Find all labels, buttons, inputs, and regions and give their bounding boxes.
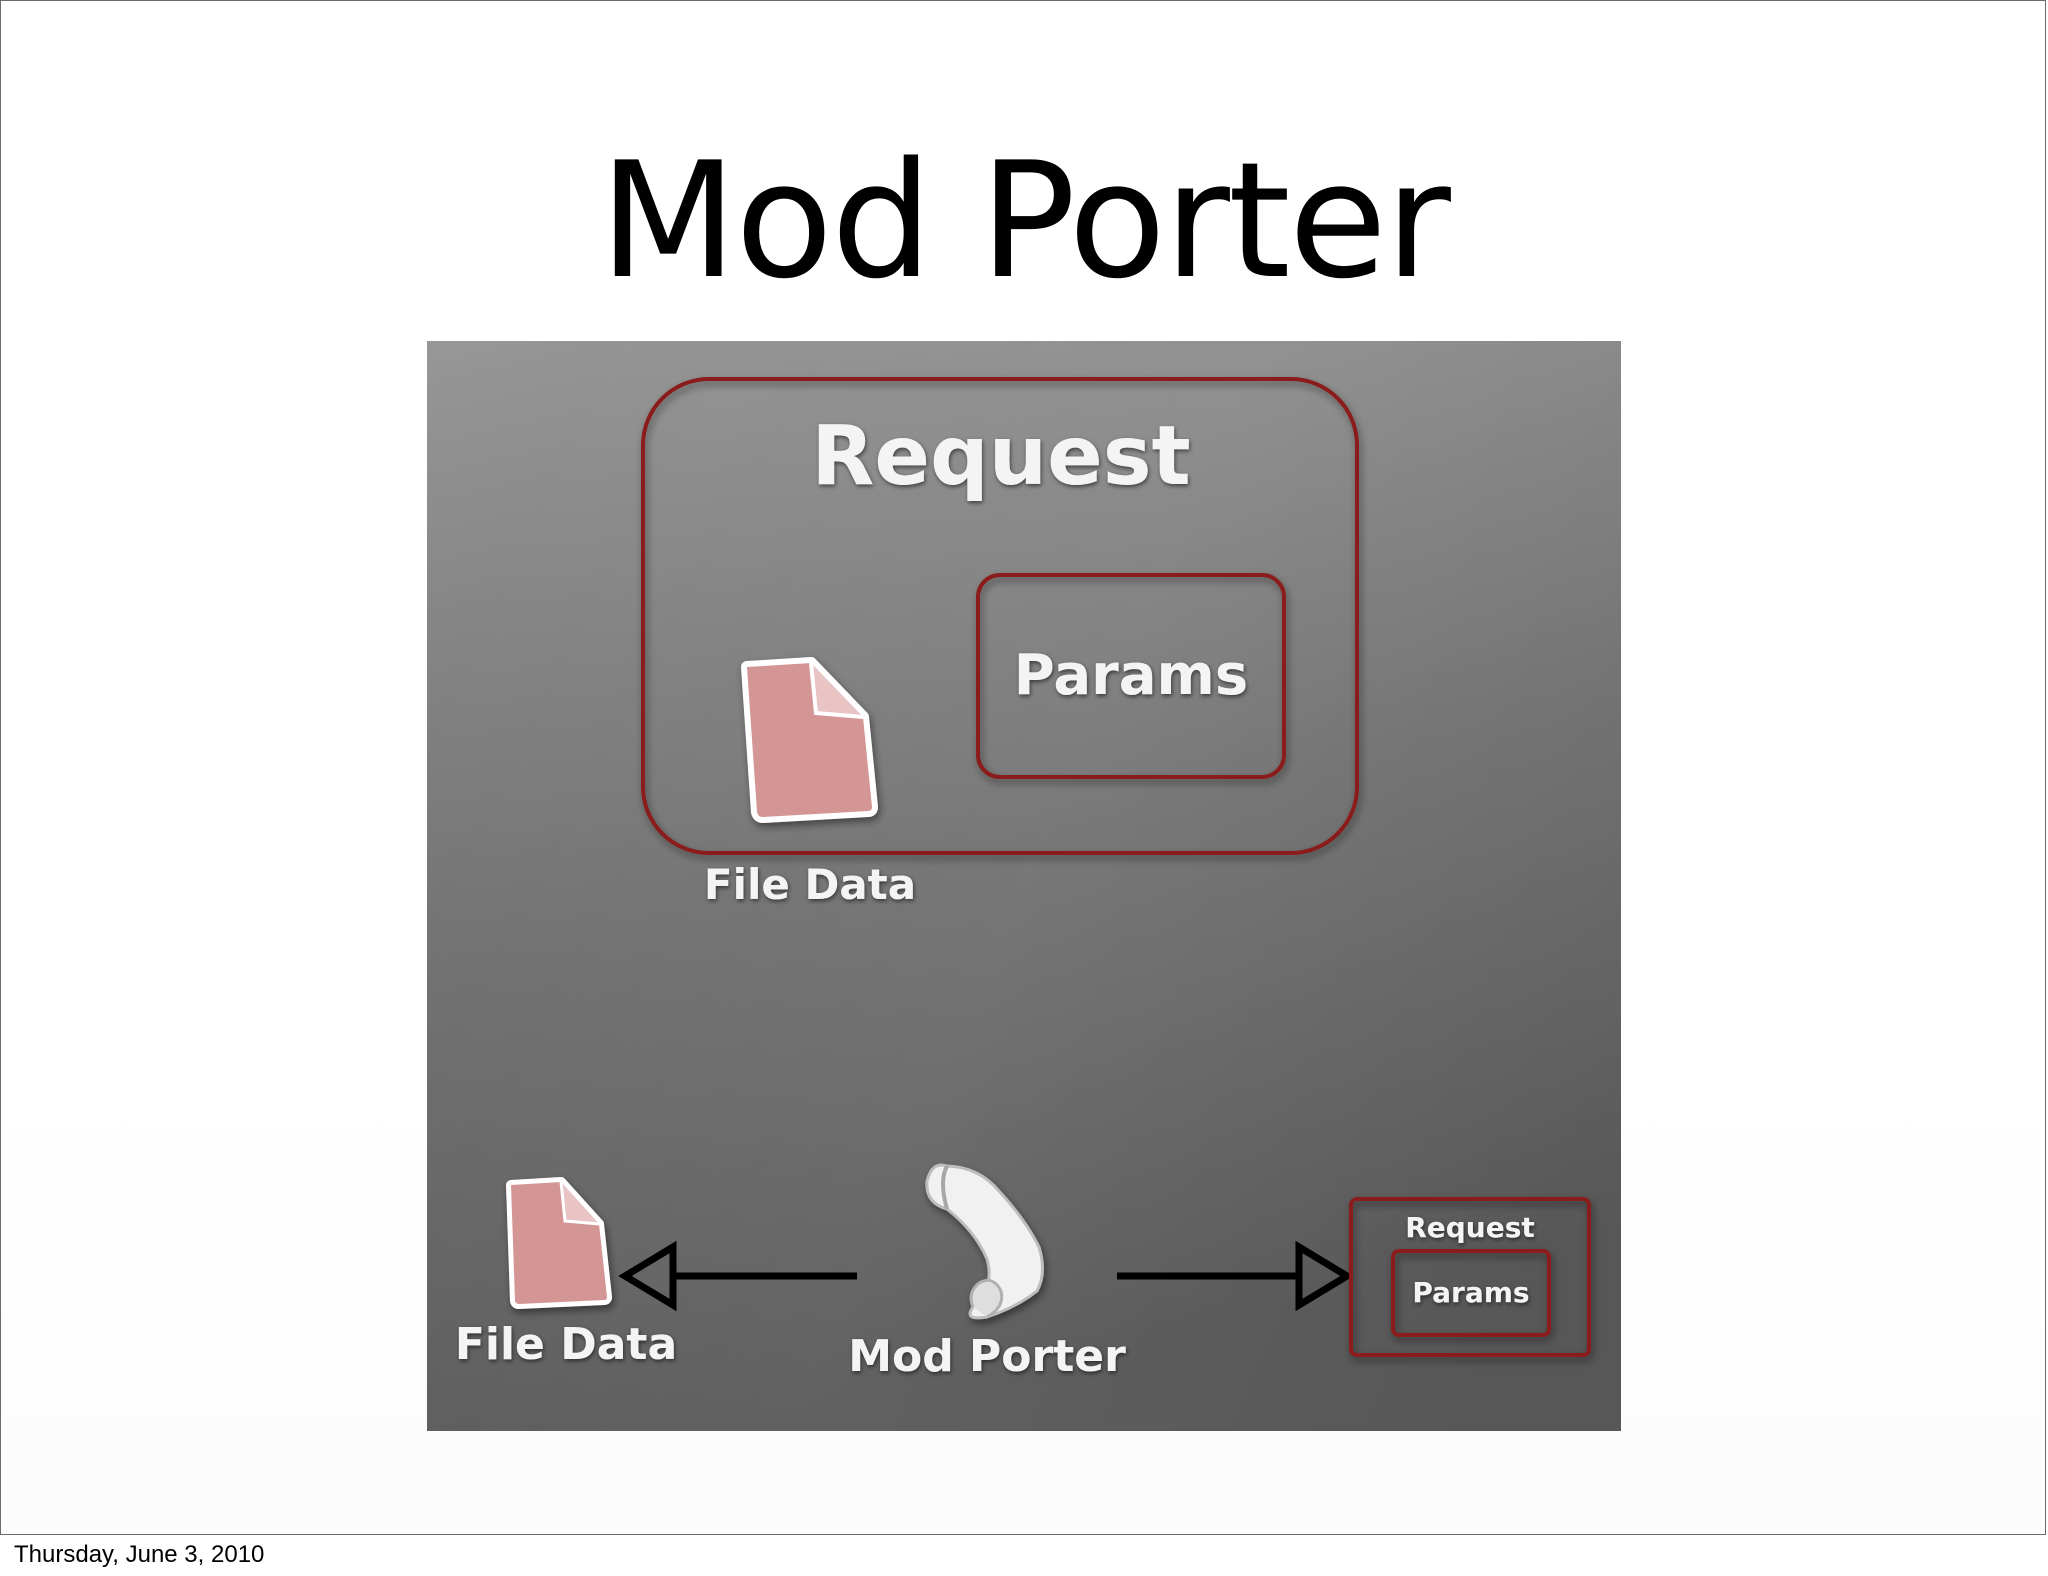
bottom-params-label: Params [1412,1276,1529,1309]
hollow-arrow-right [1117,1240,1354,1312]
mod-porter-diagram: Request File Data Params File Data [427,341,1621,1431]
hollow-arrow-left [618,1240,857,1312]
footer-date: Thursday, June 3, 2010 [14,1541,265,1568]
bottom-document-icon [506,1177,612,1309]
document-icon [741,657,878,823]
script-scroll-icon [925,1163,1044,1320]
bottom-file-data-label: File Data [455,1319,677,1370]
slide: Mod Porter Request [0,0,2046,1535]
bottom-params-box [1391,1249,1551,1337]
params-box: Params [976,573,1286,779]
request-container: Request [641,377,1359,855]
params-label: Params [1014,643,1248,708]
bottom-request-box: Request Params [1349,1197,1591,1357]
mod-porter-label: Mod Porter [848,1331,1126,1382]
file-data-label: File Data [704,860,916,909]
request-title: Request [811,409,1190,504]
slide-title: Mod Porter [599,127,1451,314]
bottom-request-title: Request [1405,1211,1535,1244]
